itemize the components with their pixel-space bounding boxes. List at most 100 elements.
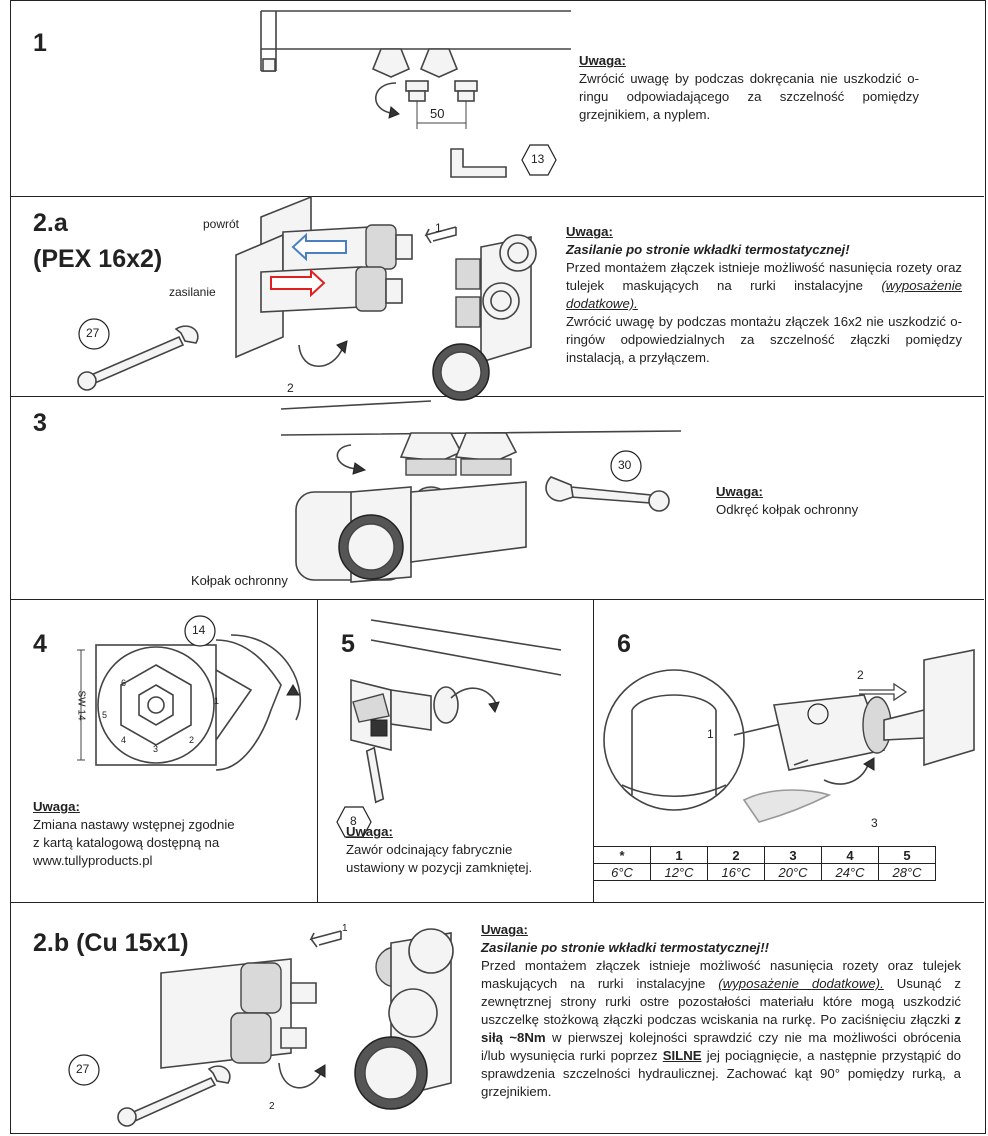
hex-tool-badge — [521, 144, 557, 176]
note-step-5: Uwaga: Zawór odcinający fabrycznie ustaw… — [346, 823, 586, 877]
step-number: 4 — [33, 630, 47, 658]
radiator-nipple-illustration — [260, 10, 571, 178]
divider — [317, 600, 318, 903]
panel-row-4-5-6: 4 SW 14 14 1 2 3 4 5 6 Uwaga: Zmiana nas… — [11, 600, 984, 903]
callout-circle — [807, 703, 829, 725]
note-step-1: Uwaga: Zwrócić uwagę by podczas dokręcan… — [579, 52, 919, 124]
tool-size-label: 13 — [531, 152, 545, 166]
dimension-label: 50 — [430, 106, 445, 121]
note-emphasis: Zasilanie po stronie wkładki termostatyc… — [566, 242, 850, 257]
note-text: Odkręć kołpak ochronny — [716, 502, 859, 517]
note-text-1: Przed montażem złączek istnieje możliwoś… — [566, 260, 962, 293]
value-cell: 28°C — [878, 863, 936, 881]
panel-step-2a: 2.a (PEX 16x2) powrót zasilanie — [11, 195, 984, 401]
step-number: 1 — [33, 29, 47, 57]
value-cell: 12°C — [650, 863, 708, 881]
panel-step-3: 3 30 Kołpak ochronny Uwaga — [11, 397, 984, 600]
note-italic: (wyposażenie dodatkowe). — [718, 976, 884, 991]
note-step-4: Uwaga: Zmiana nastawy wstępnej zgodnie z… — [33, 798, 303, 870]
header-cell: 3 — [764, 846, 822, 864]
divider — [593, 600, 594, 903]
tool-size-label: 8 — [350, 814, 357, 828]
step-number: 2.b (Cu 15x1) — [33, 929, 189, 957]
callout-label: 1 — [707, 727, 714, 741]
note-header: Uwaga: — [579, 53, 626, 68]
note-text-4: jej pociągnięcie, a następnie przystąpić… — [481, 1048, 961, 1099]
preset-temperature-table: * 1 2 3 4 5 6°C 12°C 16°C 20°C 24°C 28°C — [593, 846, 936, 881]
note-line: Zawór odcinający fabrycznie — [346, 842, 513, 857]
header-cell: 4 — [821, 846, 879, 864]
note-text-3: w pierwszej kolejności sprawdzić czy nie… — [481, 1030, 961, 1063]
step-number: 2.a — [33, 209, 68, 237]
note-line: Zmiana nastawy wstępnej zgodnie — [33, 817, 235, 832]
wrench-size-badge — [68, 1054, 100, 1086]
note-bold-strong: SILNE — [662, 1048, 702, 1063]
table-header-row: * 1 2 3 4 5 — [593, 846, 936, 864]
note-step-3: Uwaga: Odkręć kołpak ochronny — [716, 483, 956, 519]
pex-fitting-illustration — [77, 195, 537, 401]
value-cell: 16°C — [707, 863, 765, 881]
value-cell: 24°C — [821, 863, 879, 881]
key-size-label: SW 14 — [75, 690, 87, 721]
presetting-key-illustration — [77, 634, 301, 771]
step-number: 5 — [341, 630, 355, 658]
arrow-2-label: 2 — [269, 1101, 275, 1112]
dial-mark: 6 — [121, 678, 127, 688]
table-row: 6°C 12°C 16°C 20°C 24°C 28°C — [593, 863, 936, 881]
note-header: Uwaga: — [33, 799, 80, 814]
note-bold-torque: z siłą ~8Nm — [481, 1012, 961, 1045]
instruction-sheet: 1 50 13 Uwaga: Zwró — [10, 0, 986, 1134]
panel-step-2b: 2.b (Cu 15x1) 1 2 27 U — [11, 903, 984, 1133]
note-header: Uwaga: — [481, 922, 528, 937]
header-cell: 5 — [878, 846, 936, 864]
header-cell: * — [593, 846, 651, 864]
cap-removal-illustration — [280, 400, 682, 583]
note-header: Uwaga: — [566, 224, 613, 239]
dial-mark: 3 — [153, 744, 159, 754]
step-subtitle: (PEX 16x2) — [33, 245, 163, 273]
arrow-1-label: 1 — [435, 221, 442, 235]
cap-label: Kołpak ochronny — [191, 573, 288, 588]
note-text-2: Usunąć z zewnętrznej strony rurki ostre … — [481, 976, 961, 1027]
tool-size-label: 27 — [76, 1062, 90, 1076]
note-line: www.tullyproducts.pl — [33, 853, 153, 868]
note-header: Uwaga: — [716, 484, 763, 499]
shutoff-valve-illustration — [350, 619, 562, 804]
arrow-1-label: 1 — [342, 923, 348, 934]
wrench-size-badge — [610, 450, 642, 482]
arrow-2-label: 2 — [287, 381, 294, 395]
note-text-2: Zwrócić uwagę by podczas montażu złączek… — [566, 314, 962, 365]
key-size-badge — [184, 615, 216, 647]
note-step-2a: Uwaga: Zasilanie po stronie wkładki term… — [566, 223, 962, 367]
note-emphasis: Zasilanie po stronie wkładki termostatyc… — [481, 940, 770, 955]
tool-size-label: 14 — [192, 623, 206, 637]
note-header: Uwaga: — [346, 824, 393, 839]
wrench-size-badge — [78, 318, 110, 350]
tool-size-label: 30 — [618, 458, 632, 472]
dial-mark: 4 — [121, 735, 127, 745]
dial-mark: 1 — [214, 696, 220, 706]
tool-size-label: 27 — [86, 326, 100, 340]
note-step-2b: Uwaga: Zasilanie po stronie wkładki term… — [481, 921, 961, 1101]
arrow-2-label: 2 — [857, 668, 864, 682]
header-cell: 2 — [707, 846, 765, 864]
header-cell: 1 — [650, 846, 708, 864]
hex-tool-badge — [336, 806, 372, 838]
thermostat-head-illustration — [603, 649, 975, 823]
value-cell: 20°C — [764, 863, 822, 881]
dial-mark: 2 — [189, 735, 195, 745]
note-italic: (wyposażenie dodatkowe). — [566, 278, 962, 311]
label-return: powrót — [203, 217, 240, 231]
step-number: 3 — [33, 409, 47, 437]
step-number: 6 — [617, 630, 631, 658]
note-line: ustawiony w pozycji zamkniętej. — [346, 860, 533, 875]
value-cell: 6°C — [593, 863, 651, 881]
arrow-3-label: 3 — [871, 816, 878, 830]
note-text: Zwrócić uwagę by podczas dokręcania nie … — [579, 71, 919, 122]
note-text-1: Przed montażem złączek istnieje możliwoś… — [481, 958, 961, 991]
panel-step-1: 1 50 13 Uwaga: Zwró — [11, 1, 984, 197]
copper-fitting-illustration — [117, 928, 454, 1127]
label-supply: zasilanie — [169, 285, 216, 299]
note-line: z kartą katalogową dostępną na — [33, 835, 220, 850]
dial-mark: 5 — [102, 710, 108, 720]
